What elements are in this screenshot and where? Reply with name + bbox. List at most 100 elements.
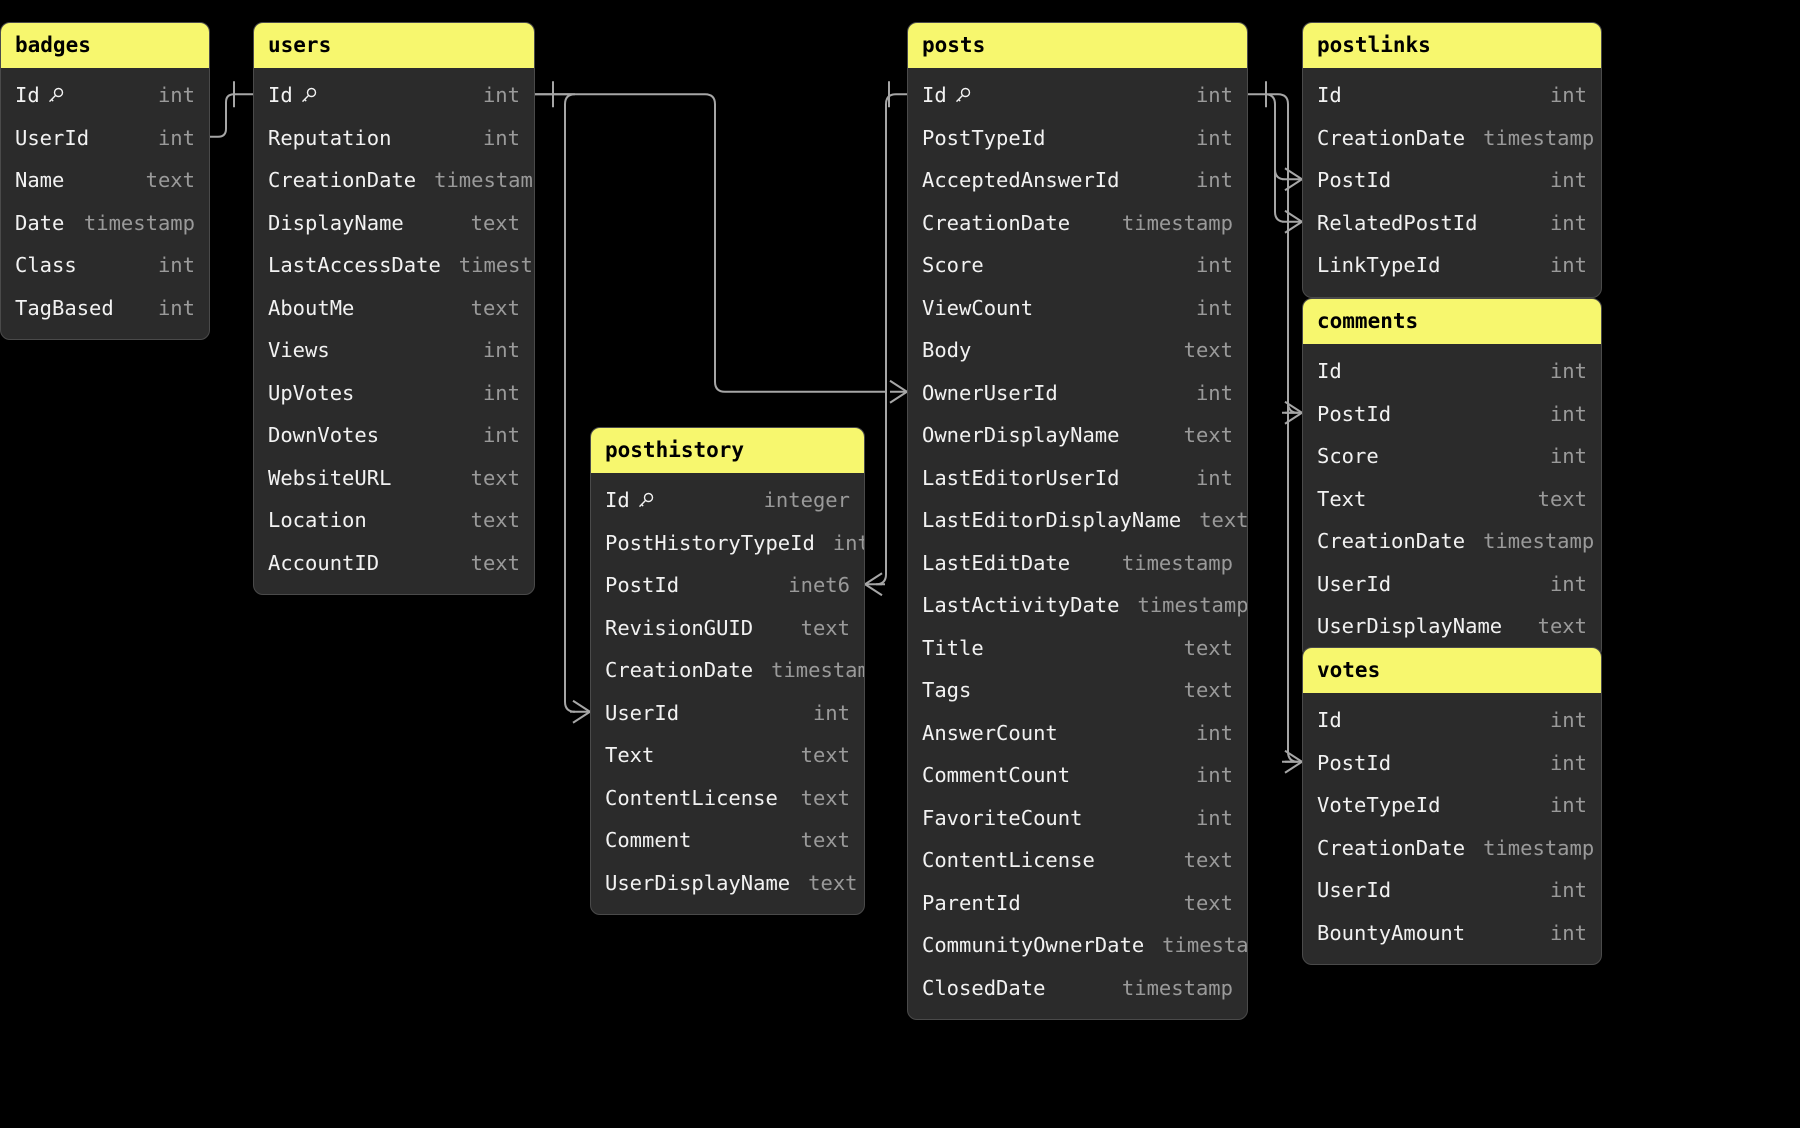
field-name-text: PostId: [1317, 750, 1392, 775]
field-name-text: Score: [1317, 444, 1379, 469]
field-name-text: Date: [15, 210, 65, 235]
field-name-text: PostId: [605, 573, 680, 598]
field-name-text: AnswerCount: [922, 720, 1058, 745]
field-name: CreationDate: [605, 658, 753, 682]
field-name-text: OwnerDisplayName: [922, 423, 1120, 448]
field-row[interactable]: PostHistoryTypeIdint: [591, 522, 864, 565]
field-name-text: AcceptedAnswerId: [922, 168, 1120, 193]
field-row[interactable]: LastAccessDatetimestamp: [254, 244, 534, 287]
field-name: WebsiteURL: [268, 466, 391, 490]
field-name-text: BountyAmount: [1317, 920, 1466, 945]
field-type: text: [1183, 678, 1233, 703]
field-name-text: Class: [15, 253, 77, 278]
field-type: text: [800, 828, 850, 853]
field-name-text: CreationDate: [922, 210, 1071, 235]
table-posthistory[interactable]: posthistoryIdintegerPostHistoryTypeIdint…: [590, 427, 865, 915]
field-name-text: CreationDate: [1317, 529, 1466, 554]
field-name-text: Id: [605, 488, 630, 513]
field-row[interactable]: CommunityOwnerDatetimestamp: [908, 924, 1247, 967]
field-type: timestamp: [434, 168, 535, 193]
field-name-text: UserId: [15, 125, 90, 150]
field-name-text: Text: [605, 743, 655, 768]
field-name: Text: [605, 743, 654, 767]
field-name: ContentLicense: [922, 848, 1095, 872]
field-type: timestamp: [1483, 835, 1595, 860]
field-name: LastEditorDisplayName: [922, 508, 1181, 532]
field-type: int: [1549, 571, 1587, 596]
